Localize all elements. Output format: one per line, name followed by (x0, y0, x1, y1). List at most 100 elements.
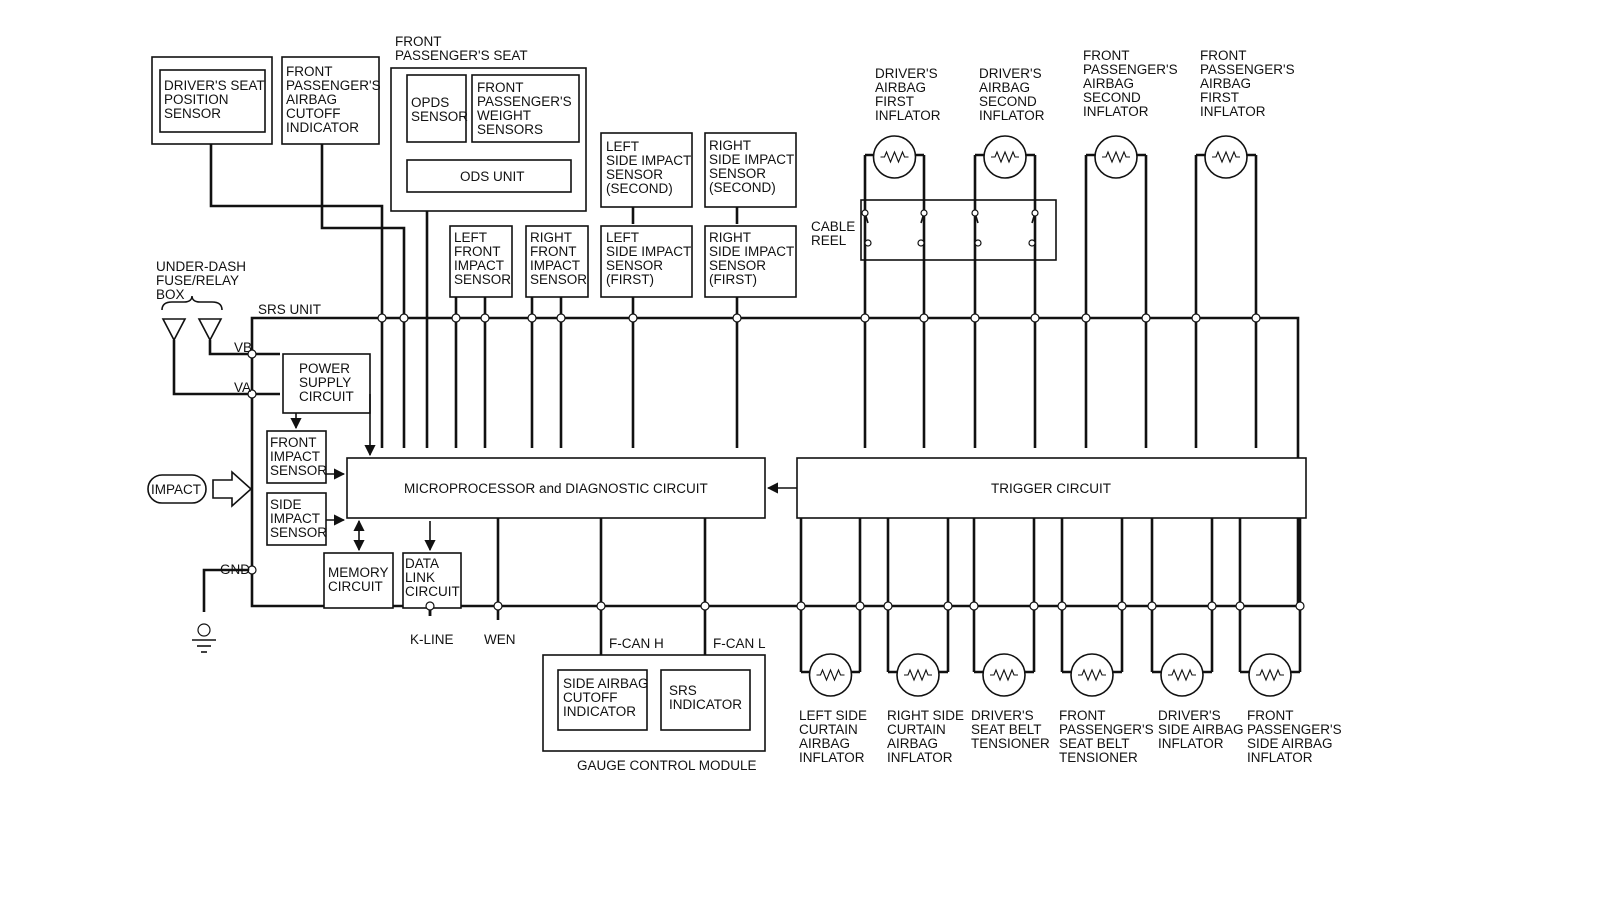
data-link-circuit-label: DATA LINK CIRCUIT (405, 556, 460, 599)
top-inflator-1-icon (872, 135, 917, 179)
fuse-icons (161, 295, 223, 342)
left-front-impact-sensor (449, 225, 513, 298)
top-inflator-2-icon (983, 135, 1027, 179)
bottom-inflator-3-icon (982, 653, 1026, 697)
front-passenger-airbag-cutoff-indicator (281, 56, 380, 145)
srs-indicator (660, 669, 751, 731)
junction-dot (1235, 601, 1245, 611)
driver-seat-position-sensor (159, 69, 266, 133)
right-side-impact-first-label: RIGHT SIDE IMPACT SENSOR (FIRST) (709, 230, 798, 287)
junction-dot (556, 313, 566, 323)
junction-dots (247, 209, 1305, 611)
srs-indicator-label: SRS INDICATOR (669, 683, 742, 712)
side-impact-sensor (266, 492, 327, 546)
f-can-l-label: F-CAN L (713, 636, 766, 651)
driver-seat-position-sensor-label: DRIVER'S SEAT POSITION SENSOR (164, 78, 268, 121)
junction-dot (1295, 601, 1305, 611)
junction-dot (493, 601, 503, 611)
gnd-label: GND (220, 562, 250, 577)
right-side-impact-sensor-first (704, 225, 797, 298)
front-passenger-seat-title: FRONT PASSENGER'S SEAT (395, 34, 528, 63)
junction-dot (1141, 313, 1151, 323)
under-dash-fuse-box-label: UNDER-DASH FUSE/RELAY BOX (156, 259, 250, 302)
junction-dot (451, 313, 461, 323)
cable-reel-terminal (917, 239, 925, 247)
cable-reel-terminal (1031, 209, 1039, 217)
fp-airbag-cutoff-indicator-label: FRONT PASSENGER'S AIRBAG CUTOFF INDICATO… (286, 64, 384, 135)
junction-dot (1251, 313, 1261, 323)
boxes (151, 56, 1307, 752)
right-side-impact-second-label: RIGHT SIDE IMPACT SENSOR (SECOND) (709, 138, 798, 195)
junction-dot (1207, 601, 1217, 611)
memory-circuit-label: MEMORY CIRCUIT (328, 565, 392, 594)
junction-dot (628, 313, 638, 323)
microprocessor-diagnostic-circuit (346, 457, 766, 519)
signal-arrows (290, 394, 797, 552)
junction-dot (1030, 313, 1040, 323)
junction-dot (596, 601, 606, 611)
bottom-inflator-1-icon (808, 653, 853, 697)
k-line-label: K-LINE (410, 632, 454, 647)
bottom-inflator-6-icon (1248, 653, 1292, 697)
cable-reel-terminal (974, 239, 982, 247)
junction-dot (860, 313, 870, 323)
side-impact-sensor-label: SIDE IMPACT SENSOR (270, 497, 327, 540)
junction-dot (1117, 601, 1127, 611)
junction-dot (247, 389, 257, 399)
left-side-impact-sensor-first (600, 225, 693, 298)
junction-dot (883, 601, 893, 611)
junction-dot (247, 349, 257, 359)
junction-dot (855, 601, 865, 611)
junction-dot (377, 313, 387, 323)
junction-dot (796, 601, 806, 611)
top-inflators (865, 135, 1256, 179)
ods-unit-label: ODS UNIT (460, 169, 525, 184)
cable-reel-contacts (864, 212, 1036, 224)
top-inflator-3-icon (1094, 135, 1138, 179)
junction-dot (1081, 313, 1091, 323)
trigger-circuit (796, 457, 1307, 519)
junction-dot (919, 313, 929, 323)
va-label: VA (234, 380, 251, 395)
microprocessor-label: MICROPROCESSOR and DIAGNOSTIC CIRCUIT (404, 481, 708, 496)
bottom-inflator-5-icon (1160, 653, 1204, 697)
ground-icon (192, 623, 216, 653)
junction-dot (425, 601, 435, 611)
cable-reel-terminal (1028, 239, 1036, 247)
junction-dot (399, 313, 409, 323)
cable-reel-terminal (861, 209, 869, 217)
power-supply-circuit-label: POWER SUPPLY CIRCUIT (299, 361, 355, 404)
opds-sensor (406, 74, 467, 143)
left-side-impact-sensor-second (600, 132, 693, 208)
wen-label: WEN (484, 632, 516, 647)
junction-dot (1147, 601, 1157, 611)
labels: DRIVER'S SEAT POSITION SENSOR FRONT PASS… (151, 34, 1111, 773)
bottom-inflator-2-icon (896, 653, 940, 697)
junction-dot (480, 313, 490, 323)
cable-reel-terminal (920, 209, 928, 217)
right-front-impact-sensor (525, 225, 589, 298)
srs-unit-label: SRS UNIT (258, 302, 321, 317)
gauge-control-module-label: GAUGE CONTROL MODULE (577, 758, 757, 773)
right-front-impact-sensor-label: RIGHT FRONT IMPACT SENSOR (530, 230, 587, 287)
junction-dot (970, 313, 980, 323)
f-can-h-label: F-CAN H (609, 636, 664, 651)
left-side-impact-second-label: LEFT SIDE IMPACT SENSOR (SECOND) (606, 139, 695, 196)
impact-arrow (147, 470, 253, 508)
junction-dot (943, 601, 953, 611)
right-side-impact-sensor-second (704, 132, 797, 208)
junction-dot (247, 565, 257, 575)
left-side-impact-first-label: LEFT SIDE IMPACT SENSOR (FIRST) (606, 230, 695, 287)
vb-label: VB (234, 340, 252, 355)
